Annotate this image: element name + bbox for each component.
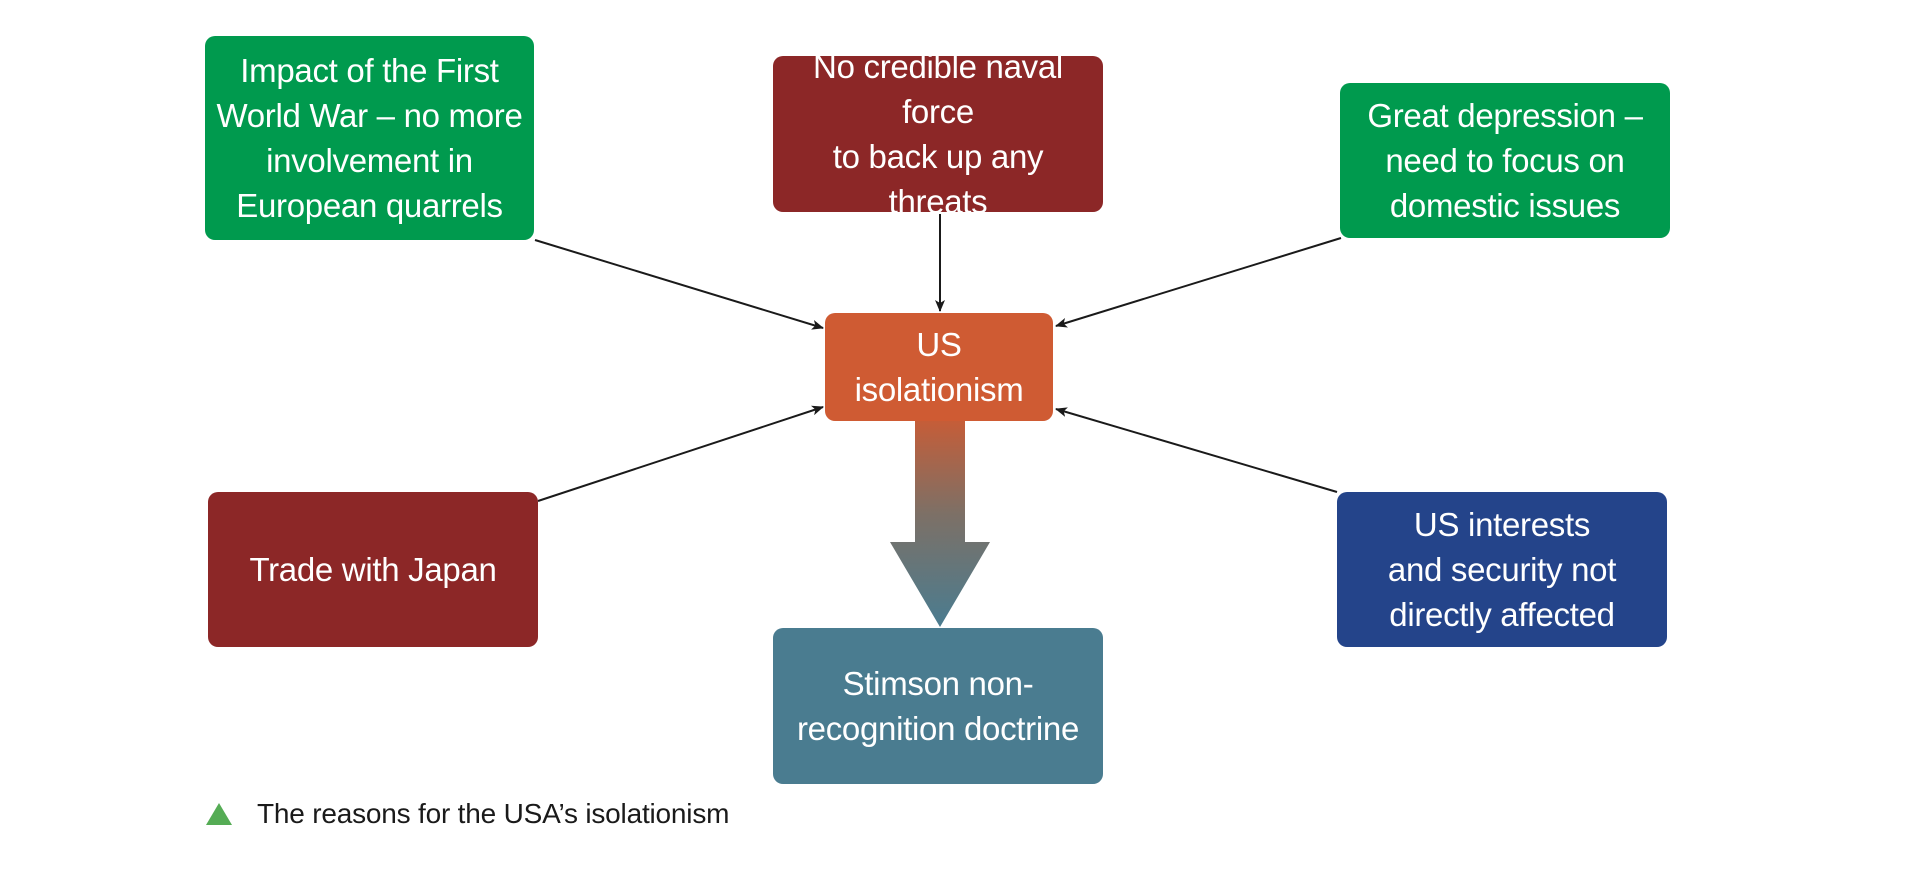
outcome-box-stimson-doctrine: Stimson non- recognition doctrine — [773, 628, 1103, 784]
arrow-interests-to-center — [1055, 407, 1338, 493]
arrow-impact-to-center — [534, 239, 824, 330]
cause-box-great-depression: Great depression – need to focus on dome… — [1340, 83, 1670, 238]
cause-box-trade-with-japan: Trade with Japan — [208, 492, 538, 647]
caption-text: The reasons for the USA’s isolationism — [257, 798, 730, 829]
central-node-us-isolationism: US isolationism — [825, 313, 1053, 421]
arrow-japan-to-center — [537, 405, 824, 502]
outcome-block-arrow — [890, 421, 990, 627]
cause-box-first-world-war: Impact of the First World War – no more … — [205, 36, 534, 240]
figure-caption: The reasons for the USA’s isolationism — [205, 796, 729, 832]
caption-triangle-icon — [206, 803, 232, 825]
arrow-depression-to-center — [1055, 237, 1342, 328]
cause-box-us-interests: US interests and security not directly a… — [1337, 492, 1667, 647]
cause-box-naval-force: No credible naval force to back up any t… — [773, 48, 1103, 220]
